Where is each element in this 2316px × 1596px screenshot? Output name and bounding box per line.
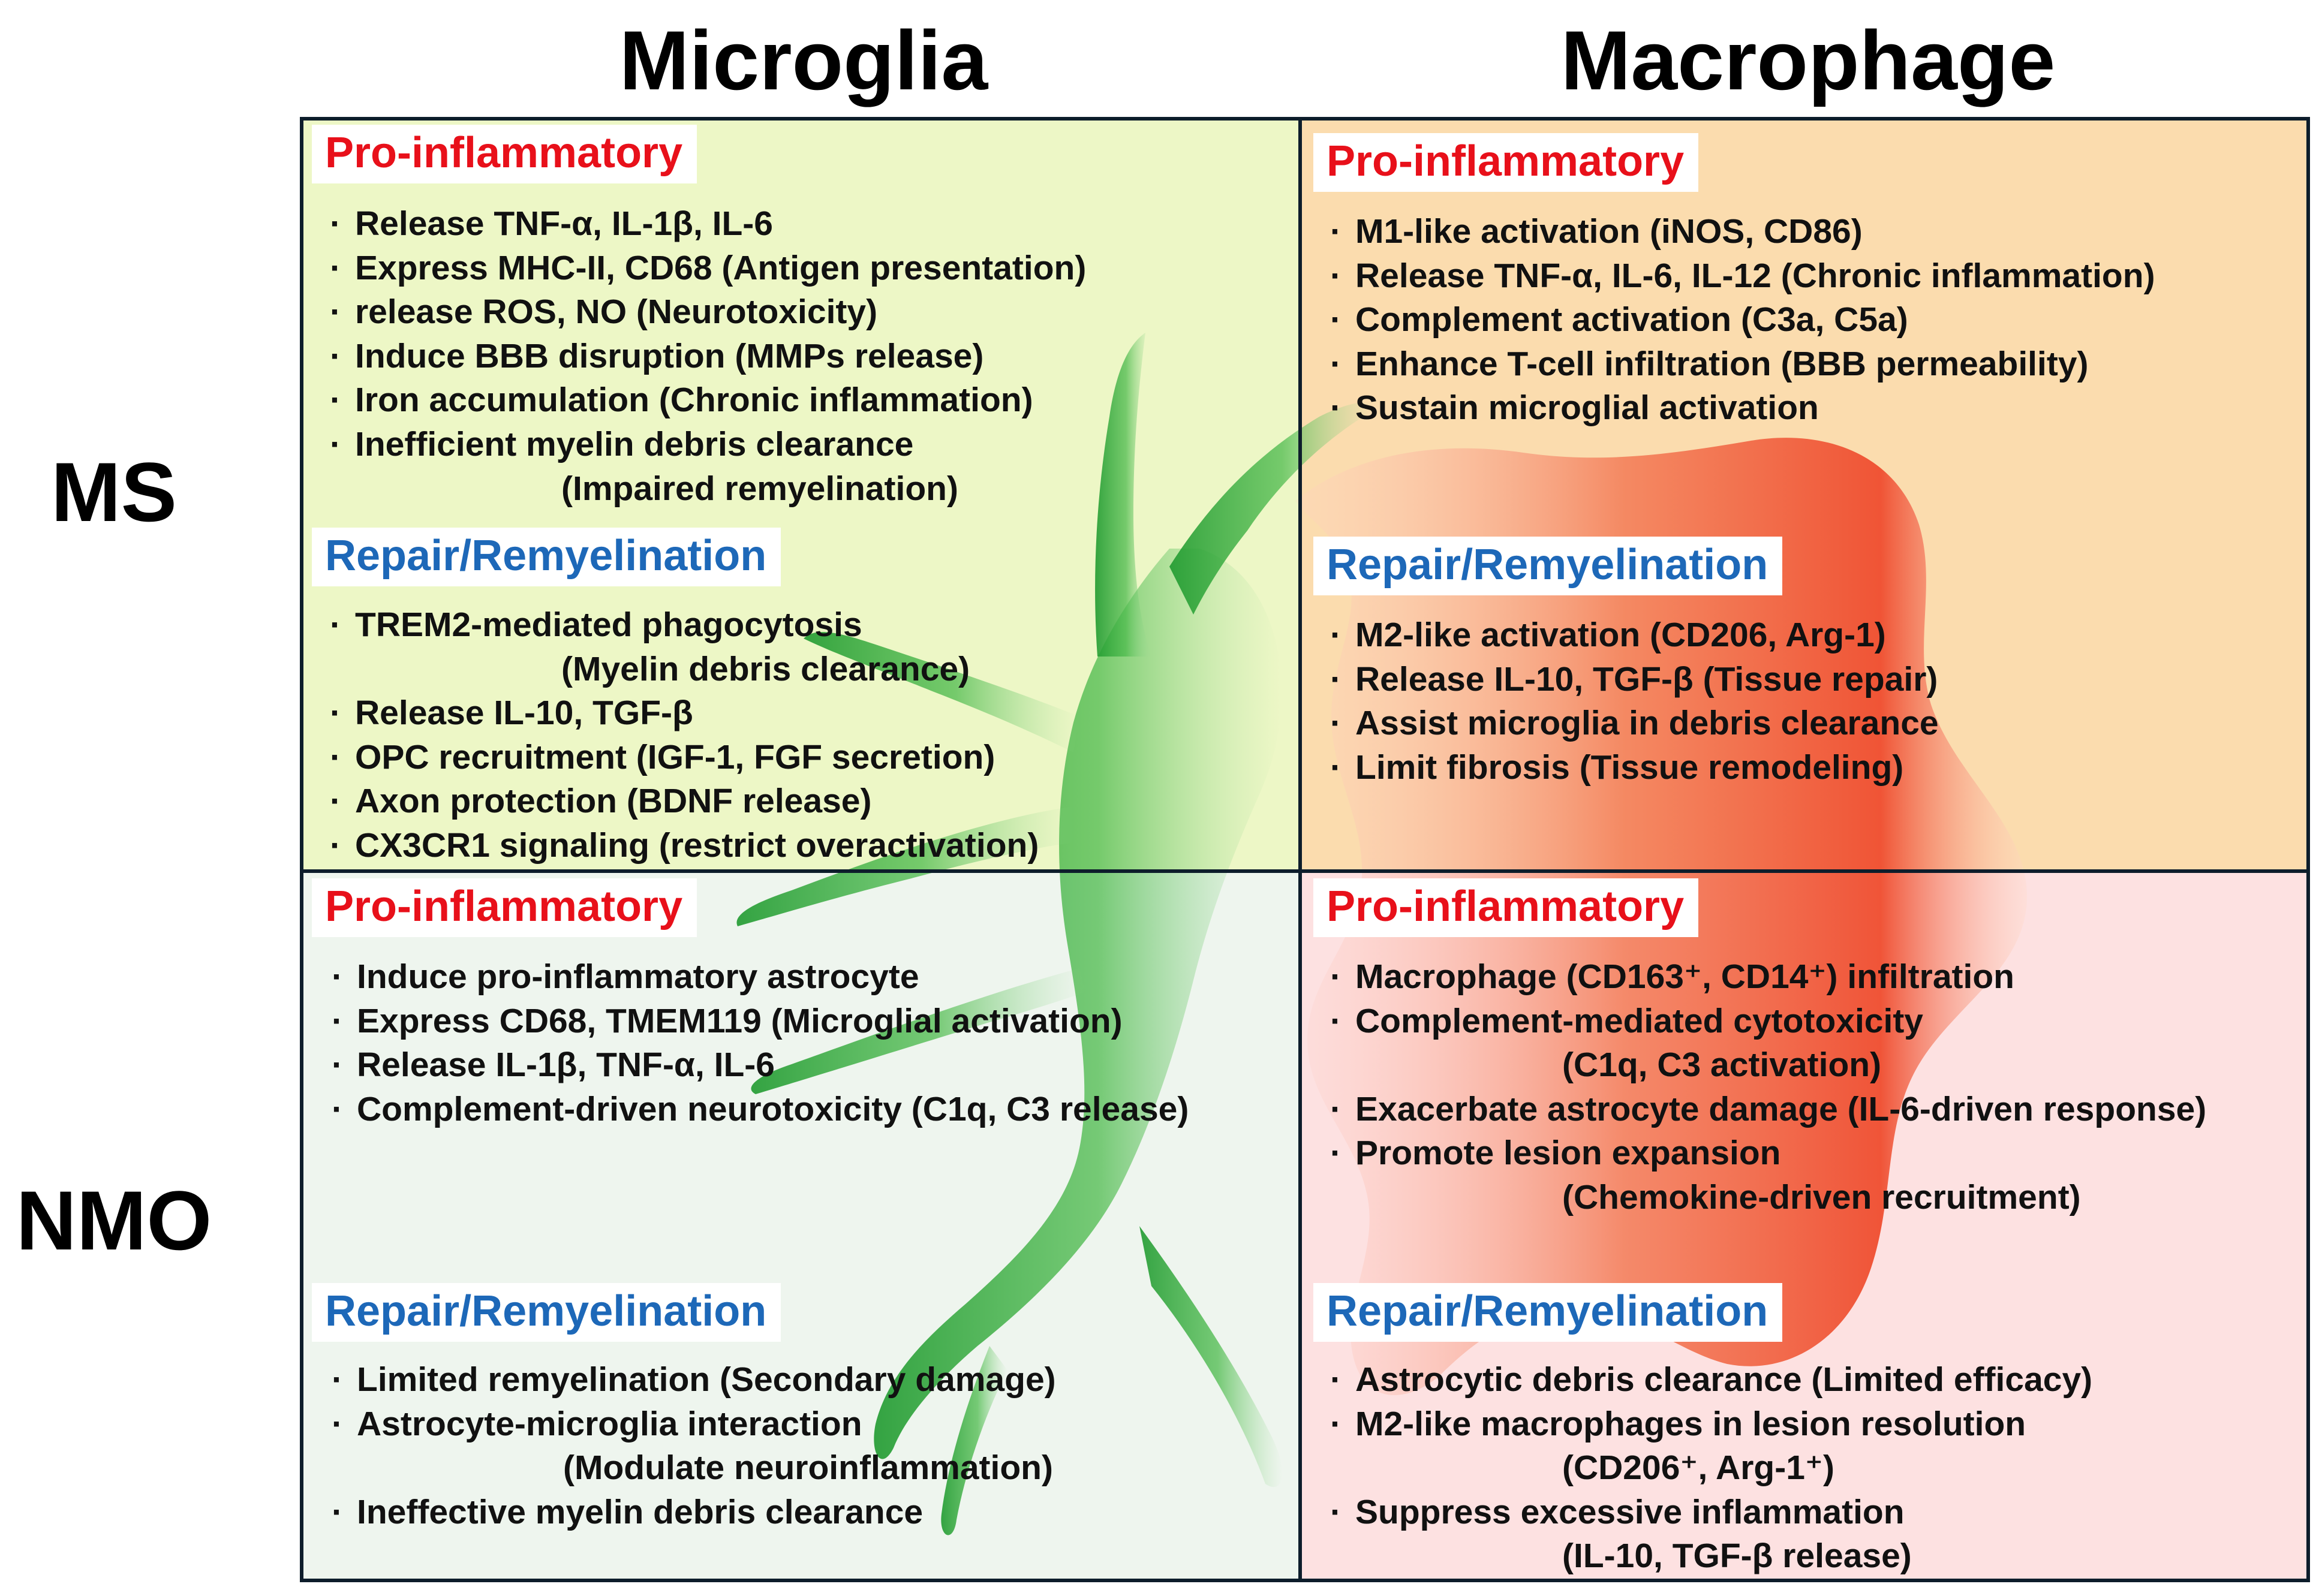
row-label-ms: MS (51, 445, 177, 539)
list-item: Ineffective myelin debris clearance (327, 1490, 1056, 1535)
list-item-continuation: (C1q, C3 activation) (1562, 1046, 1882, 1085)
list-item-continuation: (CD206⁺, Arg-1⁺) (1562, 1449, 1834, 1487)
microglia-cell-shape (736, 333, 1374, 1535)
list-item: Express MHC-II, CD68 (Antigen presentati… (325, 246, 1086, 291)
list-item: Induce BBB disruption (MMPs release) (325, 335, 1086, 379)
list-item: Assist microglia in debris clearance (1325, 701, 1939, 746)
list-item: Promote lesion expansion (1325, 1131, 2206, 1176)
list-item: Complement-mediated cytotoxicity (1325, 999, 2206, 1044)
list-item-continuation: (Impaired remyelination) (561, 469, 958, 508)
nmo-microglia-repair-list: Limited remyelination (Secondary damage)… (327, 1358, 1056, 1534)
list-item: Induce pro-inflammatory astrocyte (327, 955, 1189, 999)
list-item: M2-like activation (CD206, Arg-1) (1325, 613, 1939, 658)
list-item: Release IL-10, TGF-β (325, 691, 1039, 736)
list-item: M2-like macrophages in lesion resolution (1325, 1402, 2092, 1447)
list-item-continuation: (Chemokine-driven recruitment) (1562, 1178, 2081, 1216)
list-item: Suppress excessive inflammation (1325, 1490, 2092, 1535)
frame-left (300, 117, 303, 1582)
frame-right (2306, 117, 2310, 1582)
nmo-microglia-repair-title: Repair/Remyelination (312, 1283, 781, 1342)
list-item: TREM2-mediated phagocytosis (325, 603, 1039, 648)
frame-bottom (300, 1579, 2310, 1582)
list-item: Release TNF-α, IL-1β, IL-6 (325, 202, 1086, 246)
ms-microglia-repair-title: Repair/Remyelination (312, 528, 781, 586)
list-item: Release TNF-α, IL-6, IL-12 (Chronic infl… (1325, 254, 2155, 299)
column-header-microglia: Microglia (619, 13, 988, 107)
list-item: Axon protection (BDNF release) (325, 779, 1039, 824)
nmo-macrophage-repair-list: Astrocytic debris clearance (Limited eff… (1325, 1358, 2092, 1579)
ms-microglia-repair-list: TREM2-mediated phagocytosis (Myelin debr… (325, 603, 1039, 868)
list-item: Release IL-10, TGF-β (Tissue repair) (1325, 658, 1939, 702)
ms-macrophage-pro-list: M1-like activation (iNOS, CD86) Release … (1325, 210, 2155, 430)
nmo-microglia-pro-list: Induce pro-inflammatory astrocyte Expres… (327, 955, 1189, 1131)
list-item: Astrocyte-microglia interaction (327, 1402, 1056, 1447)
list-item: Enhance T-cell infiltration (BBB permeab… (1325, 342, 2155, 387)
list-item: Limit fibrosis (Tissue remodeling) (1325, 746, 1939, 790)
list-item: Macrophage (CD163⁺, CD14⁺) infiltration (1325, 955, 2206, 999)
column-header-macrophage: Macrophage (1560, 13, 2056, 107)
nmo-macrophage-repair-title: Repair/Remyelination (1313, 1283, 1783, 1342)
ms-microglia-pro-list: Release TNF-α, IL-1β, IL-6 Express MHC-I… (325, 202, 1086, 511)
ms-macrophage-repair-title: Repair/Remyelination (1313, 537, 1783, 595)
list-item: Express CD68, TMEM119 (Microglial activa… (327, 999, 1189, 1044)
list-item: Complement activation (C3a, C5a) (1325, 298, 2155, 342)
list-item: Inefficient myelin debris clearance (325, 423, 1086, 467)
ms-macrophage-pro-title: Pro-inflammatory (1313, 133, 1699, 192)
list-item: Exacerbate astrocyte damage (IL-6-driven… (1325, 1088, 2206, 1132)
list-item-continuation: (Modulate neuroinflammation) (563, 1449, 1053, 1487)
list-item: Limited remyelination (Secondary damage) (327, 1358, 1056, 1402)
list-item: CX3CR1 signaling (restrict overactivatio… (325, 824, 1039, 868)
list-item: Release IL-1β, TNF-α, IL-6 (327, 1043, 1189, 1088)
list-item: M1-like activation (iNOS, CD86) (1325, 210, 2155, 254)
ms-macrophage-repair-list: M2-like activation (CD206, Arg-1) Releas… (1325, 613, 1939, 790)
nmo-microglia-pro-title: Pro-inflammatory (312, 878, 697, 937)
list-item: release ROS, NO (Neurotoxicity) (325, 290, 1086, 335)
list-item: Iron accumulation (Chronic inflammation) (325, 378, 1086, 423)
list-item-continuation: (Myelin debris clearance) (561, 649, 970, 688)
list-item: Astrocytic debris clearance (Limited eff… (1325, 1358, 2092, 1402)
list-item-continuation: (IL-10, TGF-β release) (1562, 1537, 1912, 1576)
frame-vertical-divider (1298, 117, 1302, 1582)
row-label-nmo: NMO (16, 1173, 212, 1267)
frame-top (300, 117, 2310, 121)
frame-horizontal-divider (300, 869, 2310, 873)
nmo-macrophage-pro-title: Pro-inflammatory (1313, 878, 1699, 937)
list-item: OPC recruitment (IGF-1, FGF secretion) (325, 736, 1039, 780)
nmo-macrophage-pro-list: Macrophage (CD163⁺, CD14⁺) infiltration … (1325, 955, 2206, 1220)
ms-microglia-pro-title: Pro-inflammatory (312, 125, 697, 183)
list-item: Complement-driven neurotoxicity (C1q, C3… (327, 1088, 1189, 1132)
list-item: Sustain microglial activation (1325, 386, 2155, 430)
